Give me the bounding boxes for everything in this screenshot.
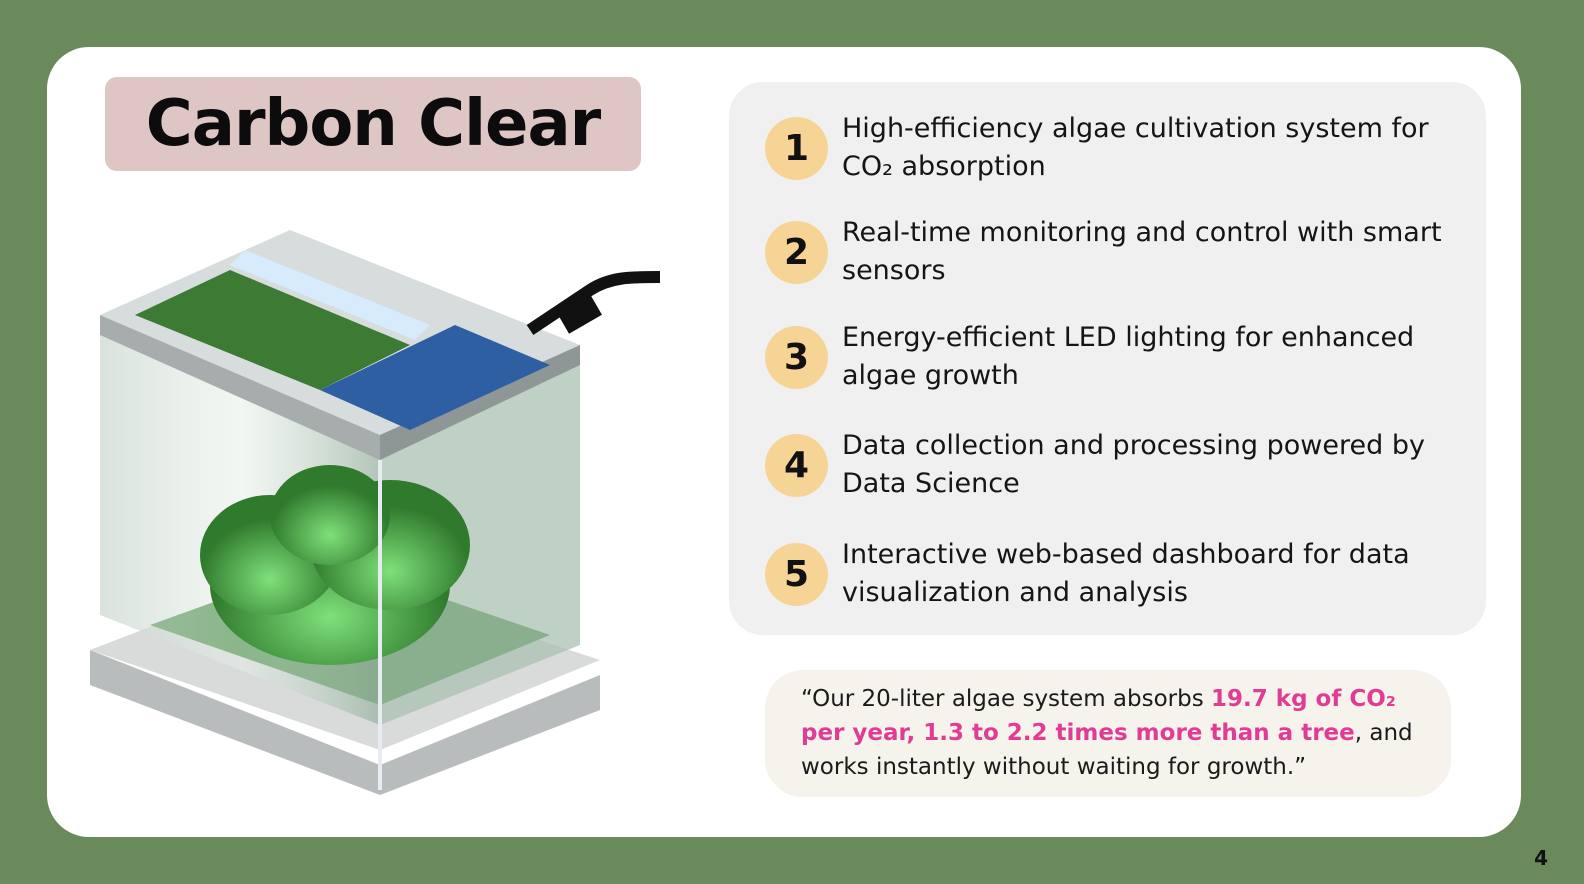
feature-list: 1 High-efficiency algae cultivation syst… — [729, 82, 1486, 635]
feature-item-4: 4 Data collection and processing powered… — [765, 426, 1465, 504]
slide-title: Carbon Clear — [145, 87, 601, 161]
feature-number-5: 5 — [765, 542, 828, 606]
page-number: 4 — [1534, 846, 1548, 870]
quote-highlight: 19.7 kg of CO₂ per year, 1.3 to 2.2 time… — [801, 686, 1396, 746]
feature-item-3: 3 Energy-efficient LED lighting for enha… — [765, 318, 1465, 396]
feature-item-1: 1 High-efficiency algae cultivation syst… — [765, 109, 1465, 187]
feature-text-5: Interactive web-based dashboard for data… — [842, 539, 1410, 608]
feature-number-1: 1 — [765, 116, 828, 180]
feature-text-1: High-efficiency algae cultivation system… — [842, 113, 1429, 182]
feature-item-5: 5 Interactive web-based dashboard for da… — [765, 535, 1465, 613]
feature-text-3: Energy-efficient LED lighting for enhanc… — [842, 322, 1415, 391]
quote-text: “Our 20-liter algae system absorbs 19.7 … — [801, 682, 1431, 784]
quote-prefix: “Our 20-liter algae system absorbs — [801, 686, 1212, 712]
feature-number-4: 4 — [765, 433, 828, 497]
feature-text-4: Data collection and processing powered b… — [842, 430, 1425, 499]
feature-text-2: Real-time monitoring and control with sm… — [842, 217, 1442, 286]
feature-item-2: 2 Real-time monitoring and control with … — [765, 213, 1465, 291]
algae-tank-image — [90, 230, 661, 795]
feature-number-3: 3 — [765, 325, 828, 389]
feature-number-2: 2 — [765, 220, 828, 284]
quote-box: “Our 20-liter algae system absorbs 19.7 … — [765, 670, 1451, 797]
title-box: Carbon Clear — [105, 77, 641, 171]
quote-suffix: , and works instantly without waiting fo… — [801, 720, 1413, 780]
